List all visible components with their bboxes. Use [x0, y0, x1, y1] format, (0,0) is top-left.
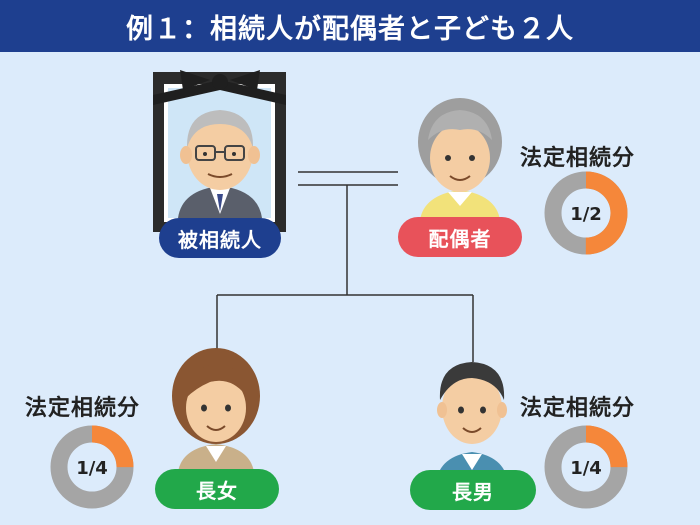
- daughter-share-text: 1/4: [76, 458, 108, 479]
- son-share-fill: [544, 425, 628, 509]
- badge-spouse: 配偶者: [398, 217, 522, 257]
- daughter-share-fill: [50, 425, 134, 509]
- page-title: 例１：相続人が配偶者と子ども２人: [0, 0, 700, 52]
- daughter-share-heading: 法定相続分: [25, 396, 141, 421]
- spouse-share-donut: 1/2: [544, 171, 628, 255]
- spouse-share-heading: 法定相続分: [520, 146, 636, 171]
- spouse-share-fill: [544, 171, 628, 255]
- son-share-text: 1/4: [570, 458, 602, 479]
- son-share-donut: 1/4: [544, 425, 628, 509]
- son-share-heading: 法定相続分: [520, 396, 636, 421]
- badge-deceased: 被相続人: [159, 218, 281, 258]
- spouse-share-text: 1/2: [570, 204, 602, 225]
- daughter-share-donut: 1/4: [50, 425, 134, 509]
- badge-son: 長男: [410, 470, 536, 510]
- badge-daughter: 長女: [155, 469, 279, 509]
